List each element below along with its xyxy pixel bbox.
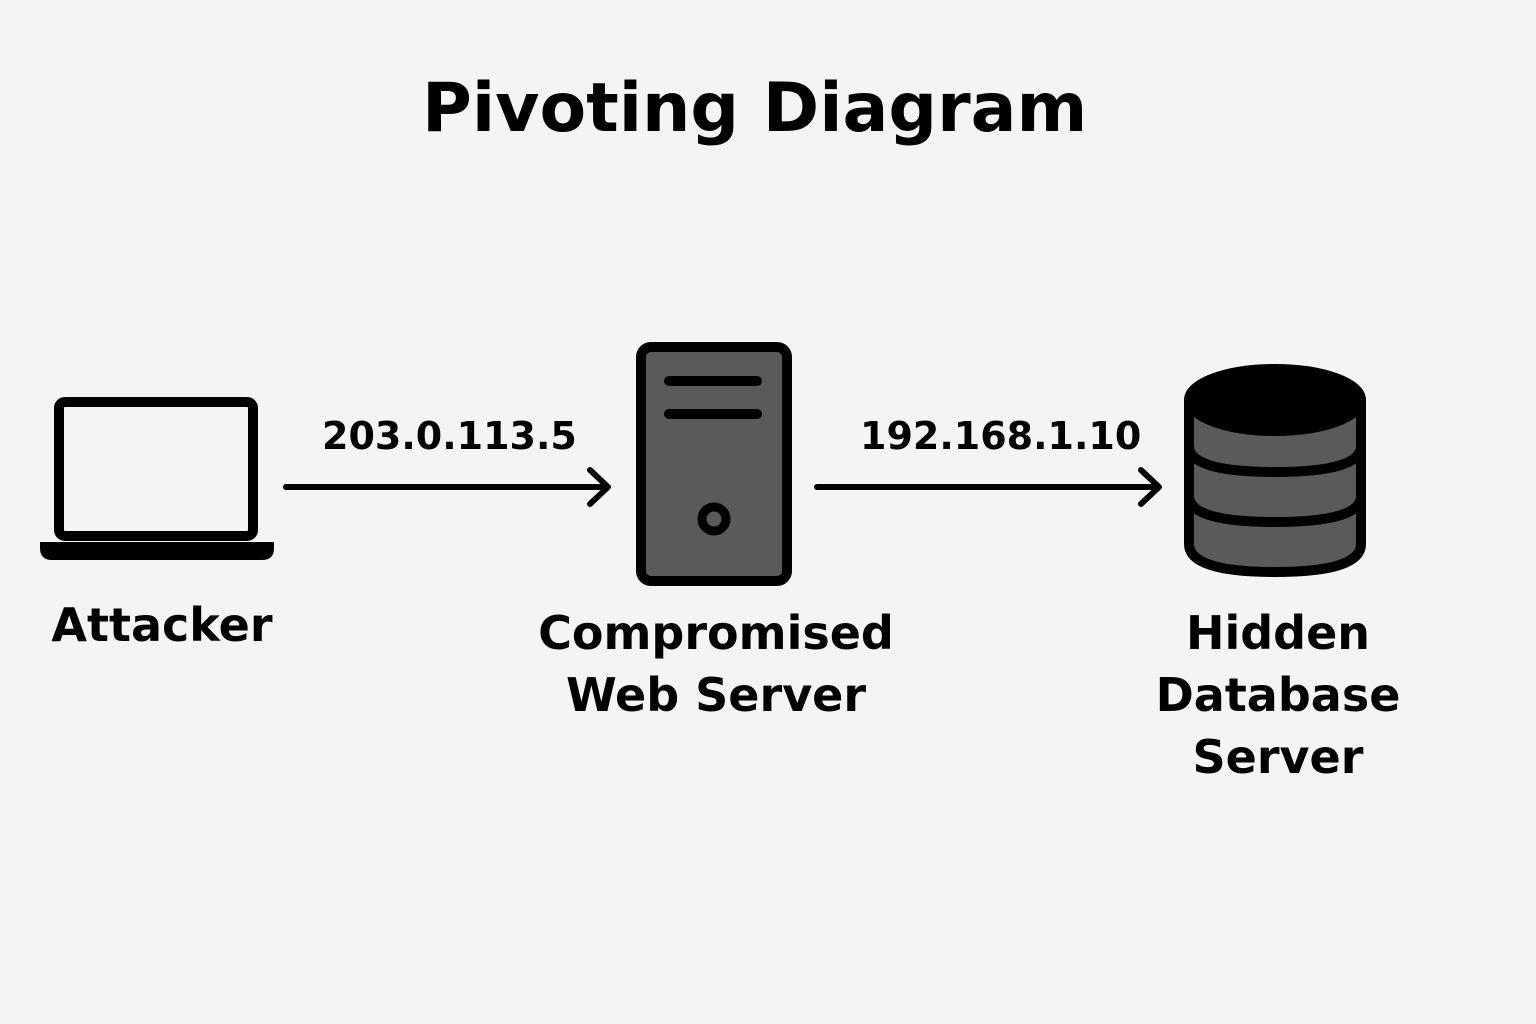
node-label-line: Compromised xyxy=(538,606,894,660)
node-label-database: Hidden Database Server xyxy=(1128,602,1428,788)
node-label-line: Hidden xyxy=(1185,606,1371,660)
node-label-line: Attacker xyxy=(51,598,273,652)
laptop-icon xyxy=(40,397,274,560)
edge-arrow-web-server-to-database xyxy=(814,467,1162,507)
server-tower-icon xyxy=(636,342,792,586)
node-label-line: Database xyxy=(1155,668,1401,722)
edge-label-attacker-to-web-server: 203.0.113.5 xyxy=(322,414,577,458)
edge-arrow-attacker-to-web-server xyxy=(283,467,611,507)
node-label-attacker: Attacker xyxy=(32,594,292,656)
node-label-web-server: Compromised Web Server xyxy=(534,602,898,726)
edge-label-web-server-to-database: 192.168.1.10 xyxy=(860,414,1142,458)
node-label-line: Web Server xyxy=(565,668,867,722)
node-label-line: Server xyxy=(1192,730,1364,784)
diagram-title: Pivoting Diagram xyxy=(422,69,1088,148)
database-icon xyxy=(1184,364,1366,578)
